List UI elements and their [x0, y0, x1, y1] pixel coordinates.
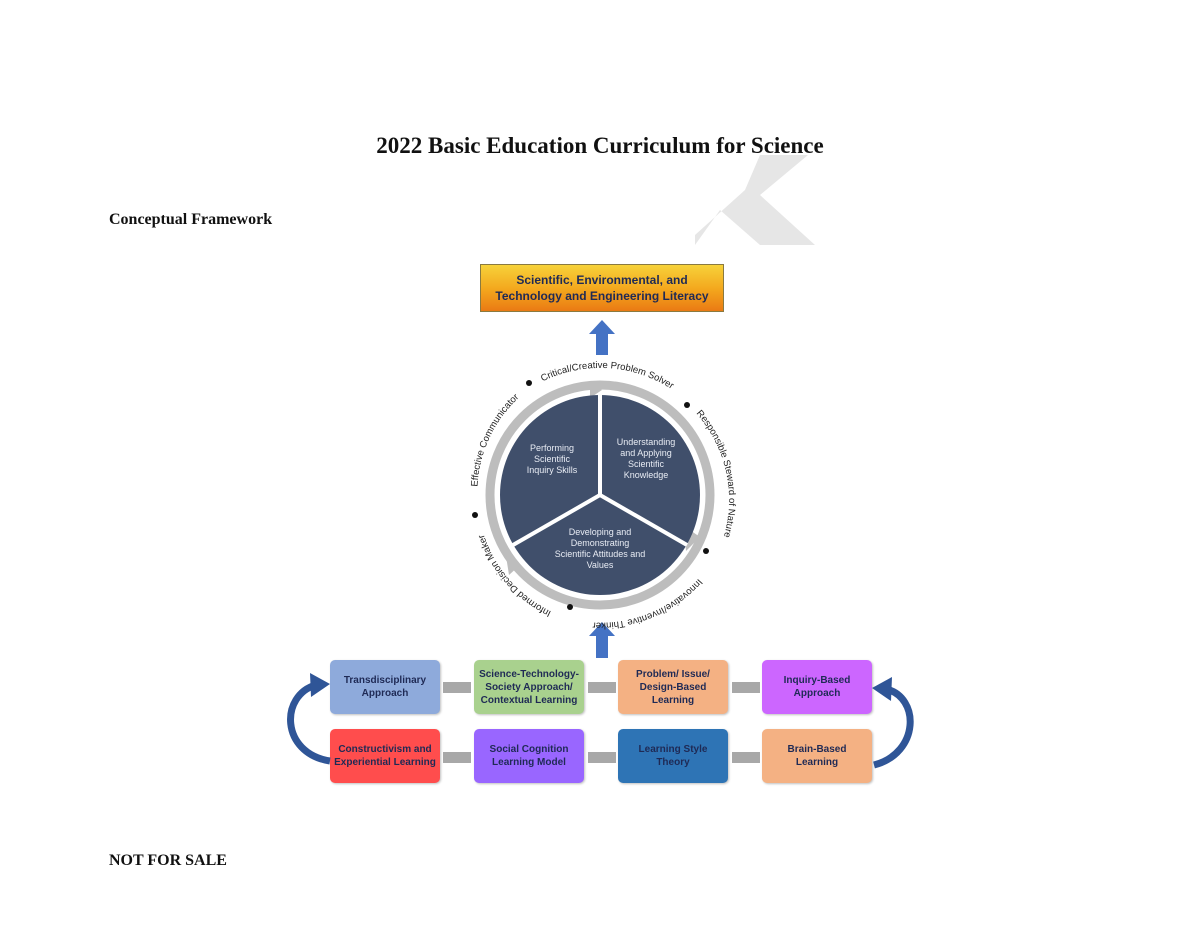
domain-performing-line: Inquiry Skills	[527, 465, 578, 475]
curved-arrow-left-icon	[287, 681, 331, 765]
arrowhead-icon	[310, 673, 330, 697]
footer-not-for-sale: NOT FOR SALE	[109, 852, 227, 869]
approach-constructivism: Constructivism and Experiential Learning	[330, 729, 440, 783]
page-title: 2022 Basic Education Curriculum for Scie…	[376, 133, 824, 158]
domain-understanding-line: Scientific	[628, 459, 665, 469]
goal-literacy-box: Scientific, Environmental, and Technolog…	[480, 264, 724, 312]
cycle-ring	[485, 380, 715, 610]
bullet-dot	[567, 604, 573, 610]
approach-transdisciplinary: Transdisciplinary Approach	[330, 660, 440, 714]
domain-understanding-line: Understanding	[617, 437, 676, 447]
up-arrow-icon	[589, 320, 615, 355]
approach-learning-style: Learning Style Theory	[618, 729, 728, 783]
connector-bar	[732, 682, 760, 693]
curved-arrow-right-icon	[872, 685, 914, 769]
watermark-shape	[695, 155, 815, 245]
bullet-dot	[472, 512, 478, 518]
approach-social-cognition: Social Cognition Learning Model	[474, 729, 584, 783]
up-arrow-icon	[589, 622, 615, 658]
connector-bar	[588, 682, 616, 693]
bullet-dot	[526, 380, 532, 386]
ring-arrowhead	[506, 556, 520, 575]
approach-brain-based: Brain-Based Learning	[762, 729, 872, 783]
domain-performing-line: Scientific	[534, 454, 571, 464]
domain-developing-line: Values	[587, 560, 614, 570]
connector-bar	[732, 752, 760, 763]
goal-line-1: Scientific, Environmental, and	[516, 273, 688, 287]
ring-arrowhead	[590, 382, 602, 398]
bullet-dot	[703, 548, 709, 554]
approach-inquiry-based: Inquiry-Based Approach	[762, 660, 872, 714]
domain-understanding-line: Knowledge	[624, 470, 669, 480]
outcome-steward: Responsible Steward of Nature	[694, 408, 737, 539]
domain-performing: Performing Scientific Inquiry Skills	[527, 443, 578, 475]
framework-circle: Performing Scientific Inquiry Skills Und…	[469, 360, 737, 631]
domain-understanding-line: and Applying	[620, 448, 672, 458]
connector-bar	[443, 752, 471, 763]
bullet-dot	[684, 402, 690, 408]
connector-bar	[588, 752, 616, 763]
cycle-arrows	[287, 673, 914, 769]
domain-developing: Developing and Demonstrating Scientific …	[555, 527, 646, 570]
domain-understanding: Understanding and Applying Scientific Kn…	[617, 437, 676, 480]
section-heading: Conceptual Framework	[109, 211, 273, 228]
connector-bar	[443, 682, 471, 693]
approach-problem-based: Problem/ Issue/ Design-Based Learning	[618, 660, 728, 714]
domain-developing-line: Developing and	[569, 527, 632, 537]
approach-sts: Science-Technology-Society Approach/ Con…	[474, 660, 584, 714]
domain-performing-line: Performing	[530, 443, 574, 453]
arrowhead-icon	[872, 677, 892, 701]
domain-developing-line: Scientific Attitudes and	[555, 549, 646, 559]
domain-developing-line: Demonstrating	[571, 538, 630, 548]
goal-line-2: Technology and Engineering Literacy	[495, 289, 709, 303]
